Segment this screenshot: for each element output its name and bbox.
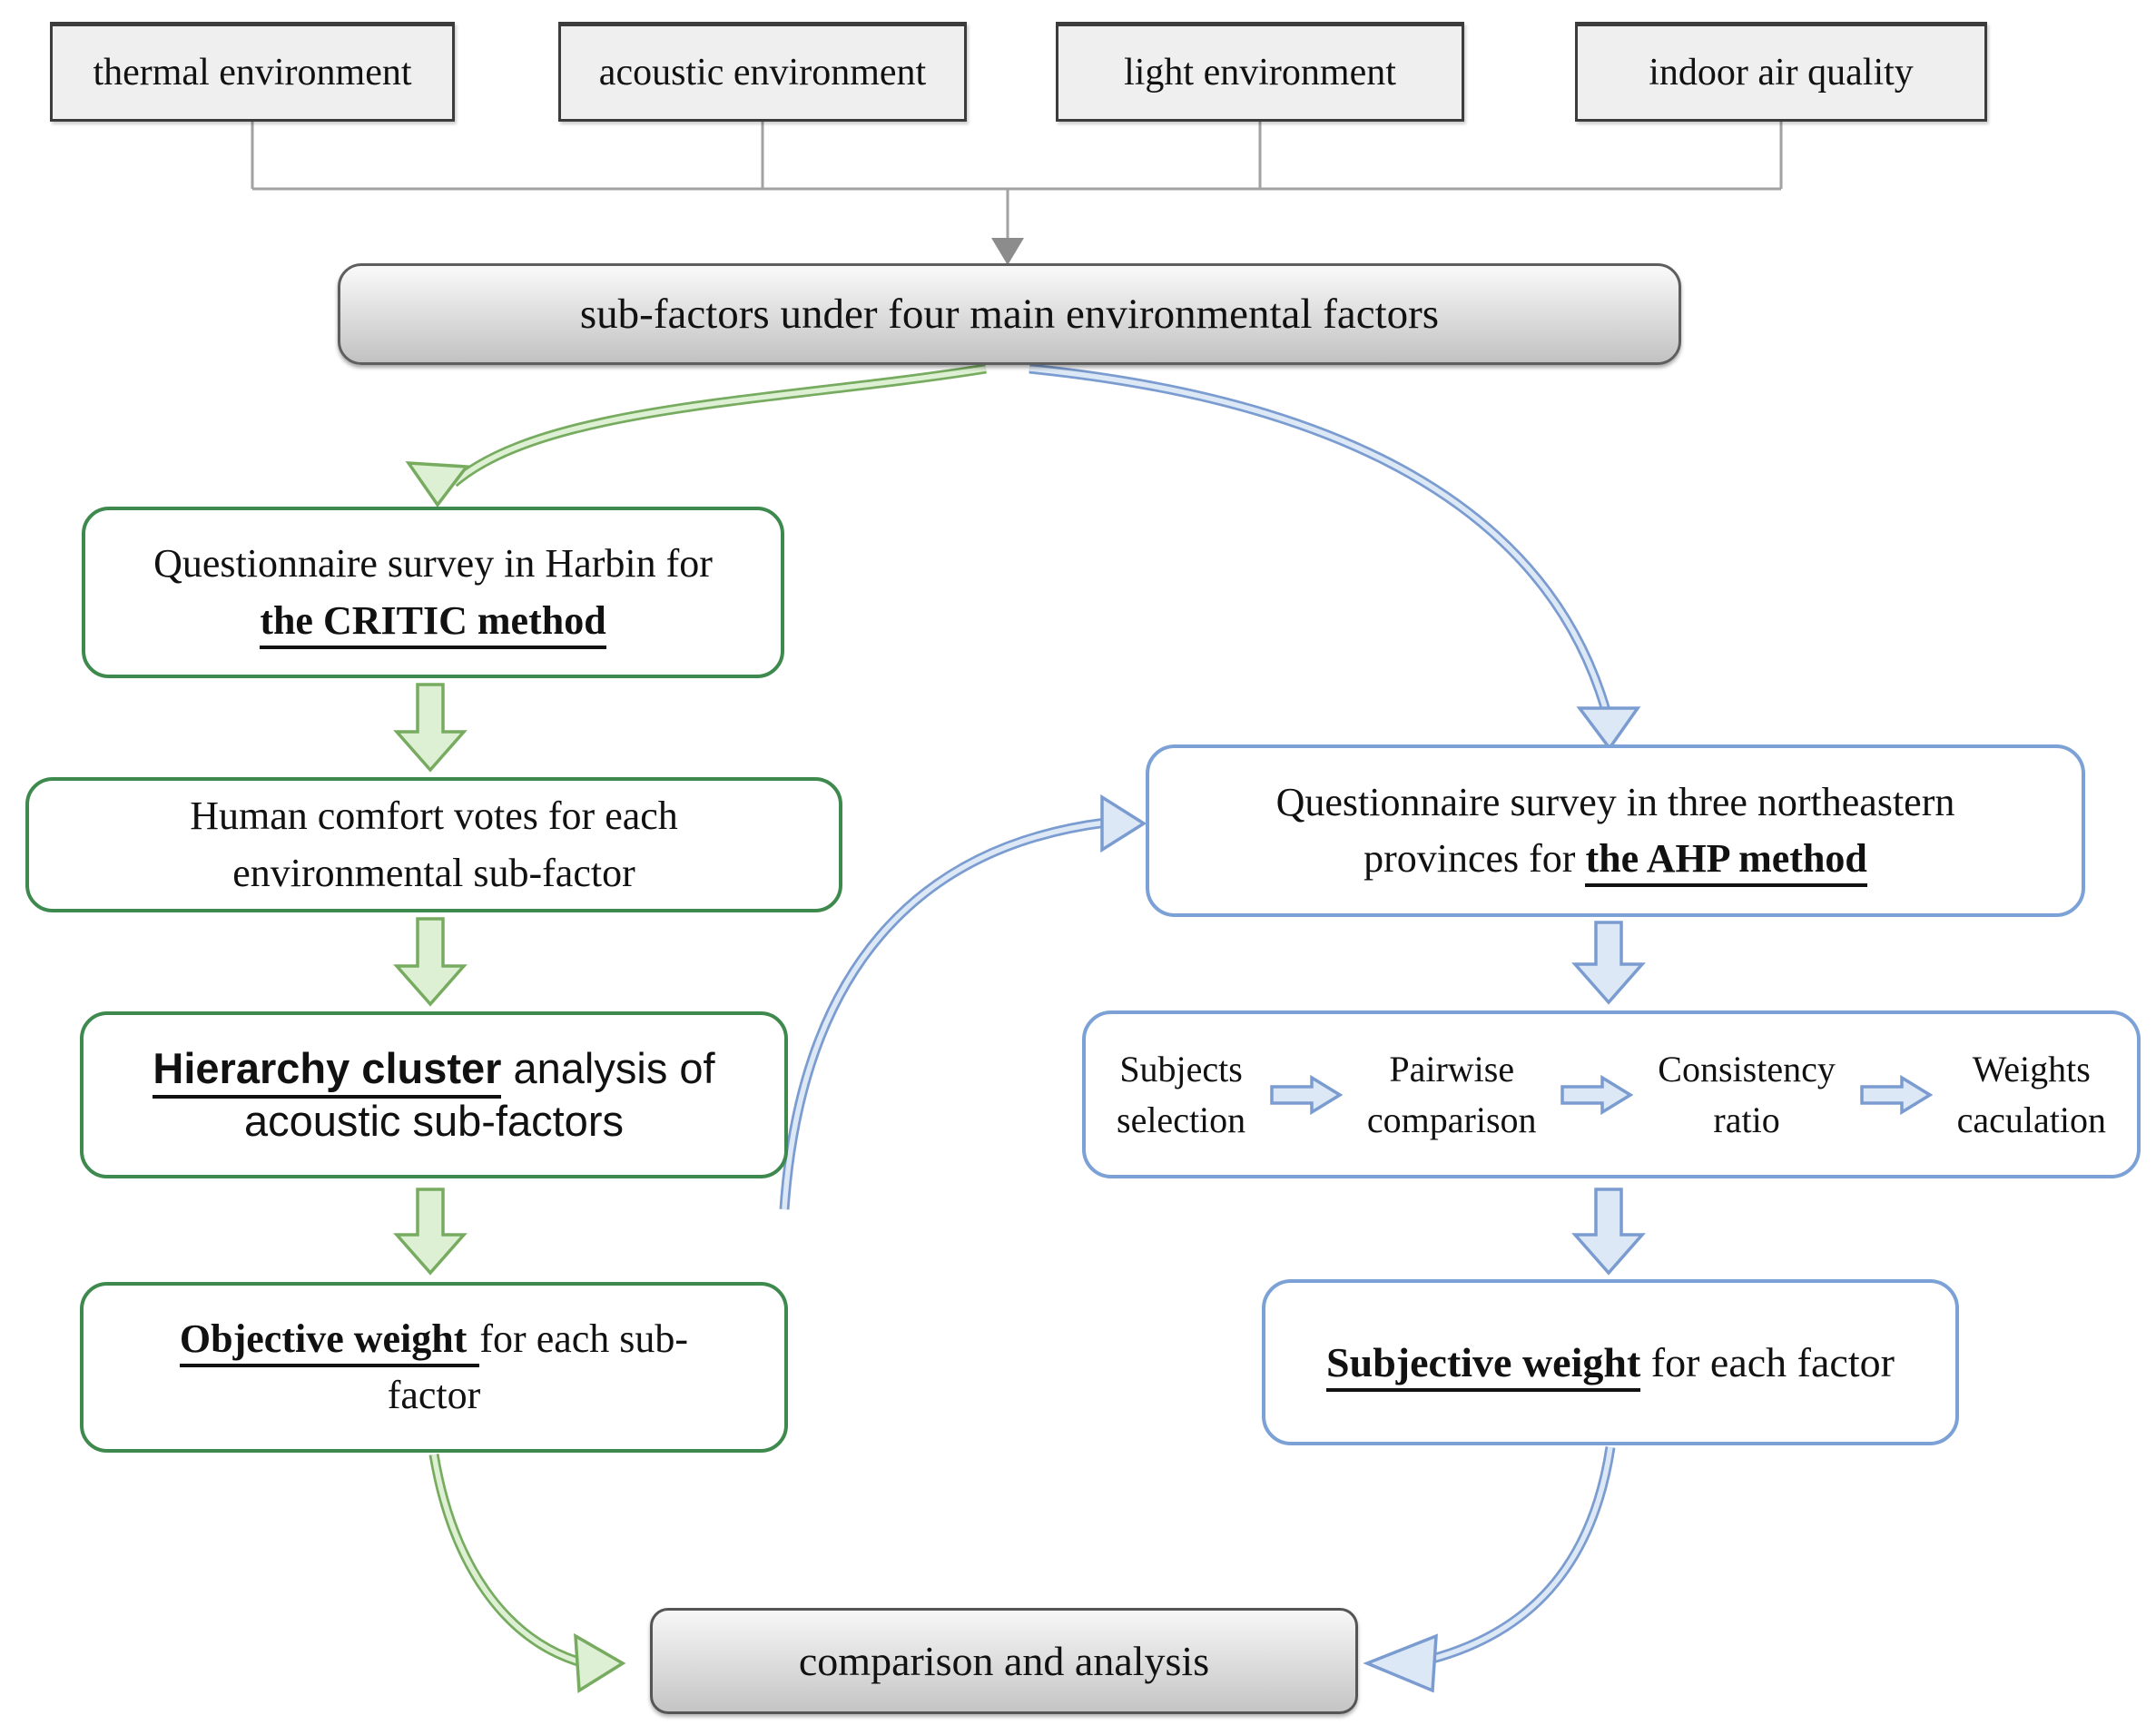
- factor-label: light environment: [1124, 52, 1396, 94]
- text-line: comparison: [1366, 1099, 1537, 1140]
- block-arrow-down-green: [393, 1188, 468, 1276]
- text-line: factor: [387, 1373, 481, 1417]
- comfort-votes-box: Human comfort votes for each environment…: [25, 777, 842, 912]
- curved-arrow-green-hub-to-critic: [450, 363, 987, 488]
- critic-survey-box: Questionnaire survey in Harbin for the C…: [82, 507, 784, 678]
- arrowhead-blue-icon: [1363, 1633, 1438, 1693]
- step-pairwise-comparison: Pairwise comparison: [1367, 1044, 1537, 1146]
- arrowhead-green-icon: [574, 1632, 626, 1694]
- curved-arrow-green-to-result: [428, 1454, 583, 1668]
- text-line: Pairwise: [1389, 1048, 1515, 1089]
- text-line: Subjects: [1119, 1048, 1243, 1089]
- text-line: Consistency: [1658, 1048, 1836, 1089]
- text-line: environmental sub-factor: [232, 850, 635, 895]
- right-arrow-icon: [1560, 1074, 1634, 1115]
- right-arrow-icon: [1270, 1074, 1344, 1115]
- text-line: Weights: [1972, 1048, 2091, 1089]
- text-line: analysis of: [501, 1043, 715, 1092]
- hierarchy-cluster-box: Hierarchy cluster analysis of acoustic s…: [80, 1011, 788, 1178]
- emphasis-text: Subjective weight: [1326, 1338, 1641, 1392]
- step-consistency-ratio: Consistency ratio: [1658, 1044, 1836, 1146]
- text-line: for each factor: [1640, 1338, 1895, 1385]
- text-line: for each sub-: [479, 1316, 689, 1361]
- down-arrow-icon: [991, 238, 1024, 265]
- text-line: caculation: [1956, 1099, 2106, 1140]
- subjective-weight-box: Subjective weight for each factor: [1262, 1279, 1959, 1445]
- factor-box-acoustic: acoustic environment: [558, 22, 967, 122]
- text-line: Questionnaire survey in three northeaste…: [1275, 779, 1955, 824]
- text-line: Questionnaire survey in Harbin for: [153, 541, 713, 587]
- sub-factors-hub: sub-factors under four main environmenta…: [338, 263, 1681, 365]
- block-arrow-down-green: [393, 683, 468, 773]
- factor-box-light: light environment: [1056, 22, 1464, 122]
- result-label: comparison and analysis: [798, 1638, 1210, 1684]
- ahp-survey-box: Questionnaire survey in three northeaste…: [1146, 744, 2085, 917]
- block-arrow-down-green: [393, 917, 468, 1007]
- text-line: Human comfort votes for each: [190, 794, 678, 839]
- emphasis-text: the AHP method: [1585, 836, 1867, 887]
- arrowhead-blue-icon: [1100, 794, 1147, 853]
- curved-arrow-blue-inner: [782, 820, 1107, 1210]
- text-line: ratio: [1713, 1099, 1780, 1140]
- arrowhead-green-icon: [405, 461, 470, 508]
- curved-arrow-blue-hub-to-ahp: [1029, 363, 1612, 715]
- curved-arrow-blue-inner: [1432, 1446, 1613, 1661]
- emphasis-text: the CRITIC method: [260, 597, 606, 649]
- curved-arrow-green-inner: [431, 1454, 582, 1665]
- hub-label: sub-factors under four main environmenta…: [579, 291, 1440, 338]
- right-arrow-icon: [1859, 1074, 1933, 1115]
- curved-arrow-blue-inner: [1029, 366, 1610, 715]
- block-arrow-down-blue: [1571, 921, 1646, 1005]
- arrowhead-blue-icon: [1576, 706, 1641, 751]
- factor-label: thermal environment: [93, 52, 412, 94]
- curved-arrow-blue-to-result: [1431, 1446, 1616, 1664]
- text-line: acoustic sub-factors: [244, 1097, 624, 1145]
- text-line: selection: [1117, 1099, 1246, 1140]
- factor-label: indoor air quality: [1649, 52, 1914, 94]
- text-line: provinces for: [1363, 836, 1586, 881]
- emphasis-text: Hierarchy cluster: [153, 1043, 502, 1099]
- emphasis-text: Objective weight: [179, 1316, 480, 1367]
- block-arrow-down-blue: [1571, 1188, 1646, 1276]
- step-subjects-selection: Subjects selection: [1117, 1044, 1245, 1146]
- step-weights-caculation: Weights caculation: [1957, 1044, 2106, 1146]
- factor-label: acoustic environment: [598, 52, 927, 94]
- ahp-steps-box: Subjects selection Pairwise comparison C…: [1082, 1010, 2141, 1178]
- comparison-analysis-box: comparison and analysis: [650, 1608, 1358, 1714]
- curved-arrow-green-inner: [452, 366, 987, 486]
- factor-box-thermal: thermal environment: [50, 22, 455, 122]
- factor-box-indoor-air: indoor air quality: [1575, 22, 1987, 122]
